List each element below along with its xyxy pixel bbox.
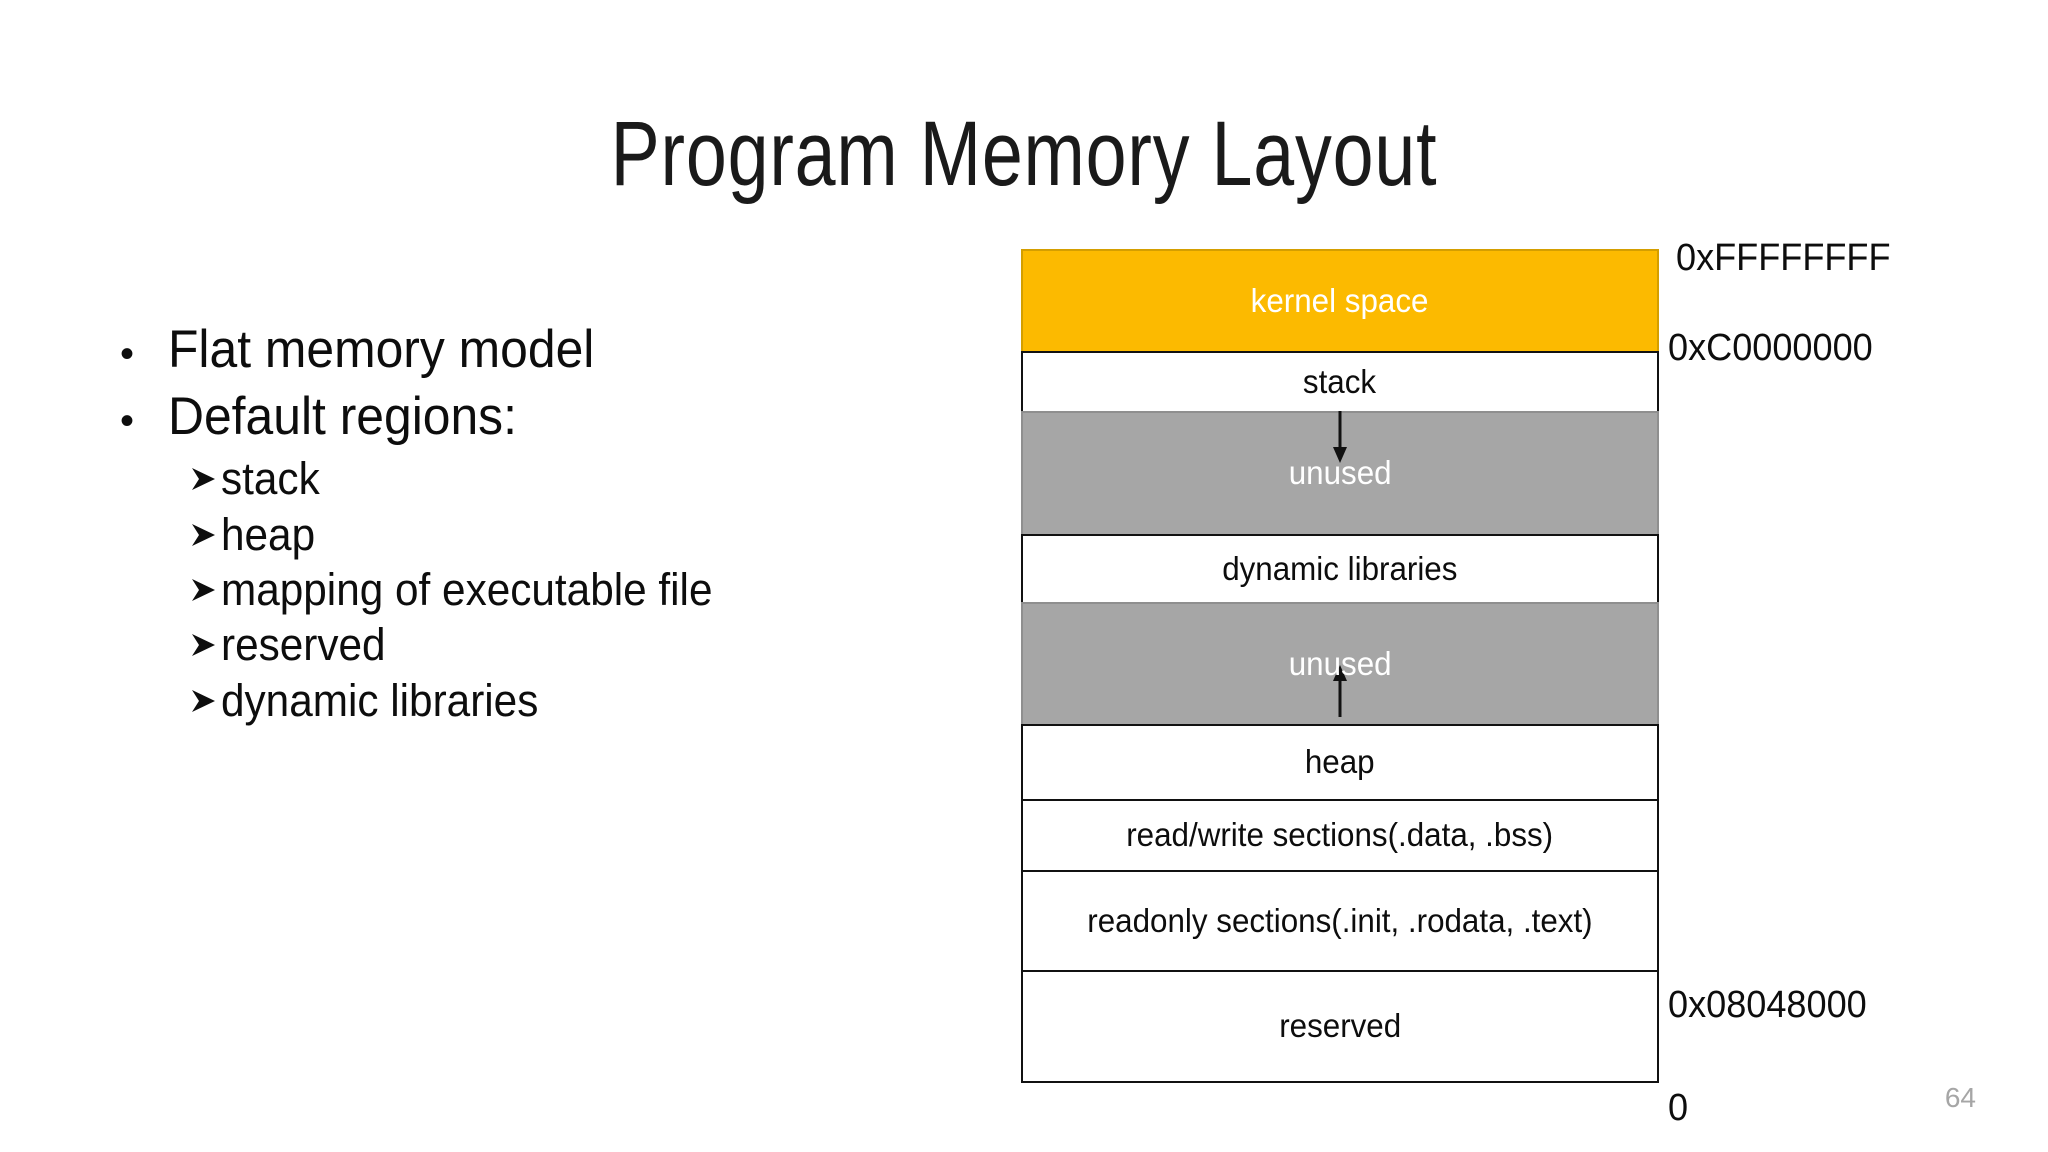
list-item-label: Default regions: — [168, 386, 517, 446]
memory-block-label: reserved — [1279, 1007, 1401, 1045]
list-item-label: reserved — [221, 619, 386, 671]
list-item: heap — [120, 507, 920, 562]
bullet-list: • Flat memory model • Default regions: s… — [120, 318, 920, 728]
disc-bullet-icon: • — [120, 332, 135, 376]
memory-block-label: dynamic libraries — [1222, 549, 1458, 587]
memory-block-label: read/write sections(.data, .bss) — [1126, 816, 1554, 854]
list-item-label: mapping of executable file — [221, 564, 713, 615]
arrowhead-bullet-icon — [188, 630, 221, 660]
stack-growth-arrow-down-icon — [1328, 405, 1352, 476]
arrowhead-bullet-icon — [188, 575, 221, 605]
memory-block-kernel-space: kernel space — [1021, 249, 1659, 353]
list-item: stack — [120, 451, 920, 506]
arrowhead-bullet-icon — [188, 464, 221, 494]
list-item: • Default regions: — [120, 385, 920, 450]
list-item-label: heap — [221, 508, 316, 560]
address-label-text-base: 0x08048000 — [1668, 984, 1867, 1026]
list-item: dynamic libraries — [120, 673, 920, 728]
list-item: reserved — [120, 617, 920, 672]
page-title: Program Memory Layout — [610, 103, 1438, 205]
list-item: mapping of executable file — [120, 562, 920, 617]
address-label-top: 0xFFFFFFFF — [1676, 237, 1891, 279]
memory-block-label: readonly sections(.init, .rodata, .text) — [1087, 901, 1593, 939]
memory-block-reserved: reserved — [1021, 970, 1659, 1083]
memory-block-label: unused — [1288, 644, 1392, 682]
memory-block-unused-upper: unused — [1021, 411, 1659, 536]
memory-layout-diagram: kernel space stack unused dynamic librar… — [1021, 249, 1659, 1083]
memory-block-dynamic-libraries: dynamic libraries — [1021, 534, 1659, 604]
list-item-label: Flat memory model — [168, 320, 595, 379]
list-item: • Flat memory model — [120, 318, 920, 383]
list-item-label: dynamic libraries — [221, 674, 539, 726]
memory-block-readonly-sections: readonly sections(.init, .rodata, .text) — [1021, 870, 1659, 972]
heap-growth-arrow-up-icon — [1328, 661, 1352, 732]
memory-block-unused-lower: unused — [1021, 602, 1659, 726]
memory-block-heap: heap — [1021, 724, 1659, 801]
memory-block-label: unused — [1288, 454, 1392, 492]
memory-block-label: heap — [1305, 743, 1375, 781]
list-item-label: stack — [221, 453, 320, 505]
disc-bullet-icon: • — [120, 398, 135, 443]
address-label-kernel-base: 0xC0000000 — [1668, 327, 1873, 369]
slide-number: 64 — [1944, 1082, 1976, 1113]
address-label-zero: 0 — [1668, 1087, 1689, 1129]
arrowhead-bullet-icon — [188, 686, 221, 716]
memory-block-read-write-sections: read/write sections(.data, .bss) — [1021, 799, 1659, 872]
arrowhead-bullet-icon — [188, 520, 221, 550]
memory-block-label: kernel space — [1251, 281, 1429, 319]
memory-block-stack: stack — [1021, 351, 1659, 413]
memory-block-label: stack — [1303, 362, 1377, 400]
